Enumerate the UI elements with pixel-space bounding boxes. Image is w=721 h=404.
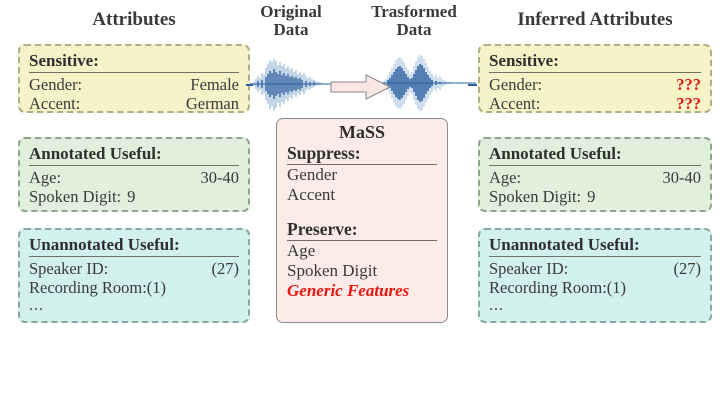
label-transformed-data-line2: Data (396, 19, 432, 39)
card-title: Sensitive: (29, 50, 239, 74)
attribute-key: Accent: (29, 94, 81, 114)
attribute-value: 30-40 (200, 168, 240, 188)
attribute-key: Accent: (489, 94, 541, 114)
connector-line-left (246, 84, 253, 86)
attribute-row: Gender: Female (29, 75, 239, 94)
attribute-value: 9 (127, 187, 136, 207)
attribute-value-unknown: ??? (676, 94, 701, 114)
label-transformed-data-line1: Trasformed (371, 2, 457, 21)
attribute-value: German (185, 94, 239, 114)
attribute-key: Gender: (29, 75, 83, 95)
card-sensitive-inferred: Sensitive: Gender: ??? Accent: ??? (478, 44, 712, 113)
label-original-data-line2: Data (273, 19, 309, 39)
card-title: Unannotated Useful: (29, 234, 239, 258)
attribute-value: (1) (606, 278, 627, 298)
card-annotated-useful-original: Annotated Useful: Age: 30-40 Spoken Digi… (18, 137, 250, 212)
mass-preserve-item: Spoken Digit (287, 260, 378, 280)
attribute-row: Spoken Digit: 9 (489, 187, 701, 206)
label-original-data: Original Data (236, 3, 346, 39)
mass-suppress-item: Accent (287, 184, 336, 204)
mass-suppress-item: Gender (287, 164, 338, 184)
card-annotated-useful-inferred: Annotated Useful: Age: 30-40 Spoken Digi… (478, 137, 712, 212)
mass-preserve-highlight: Generic Features (287, 280, 410, 300)
attribute-key: Speaker ID: (489, 259, 569, 279)
attribute-row: Accent: ??? (489, 94, 701, 113)
attribute-row: Speaker ID: (27) (29, 259, 239, 278)
attribute-value: 30-40 (662, 168, 702, 188)
attribute-key: Recording Room: (489, 278, 607, 298)
card-unannotated-useful-original: Unannotated Useful: Speaker ID: (27) Rec… (18, 228, 250, 323)
attribute-row: Age: 30-40 (489, 168, 701, 187)
attribute-key: Spoken Digit: (29, 187, 122, 207)
attribute-key: Spoken Digit: (489, 187, 582, 207)
attribute-row: Speaker ID: (27) (489, 259, 701, 278)
attribute-value-unknown: ??? (676, 75, 701, 95)
transformed-waveform-icon (380, 55, 476, 111)
mass-preserve-item: Age (287, 240, 316, 260)
label-original-data-line1: Original (260, 2, 322, 21)
attribute-key: Age: (489, 168, 522, 188)
card-title: Annotated Useful: (489, 143, 701, 167)
card-title: Annotated Useful: (29, 143, 239, 167)
attribute-value: (27) (211, 259, 240, 279)
card-title: Unannotated Useful: (489, 234, 701, 258)
attribute-row: Recording Room: (1) (489, 278, 701, 297)
page-title-attributes: Attributes (92, 9, 176, 30)
mass-suppress-label: Suppress: (287, 143, 437, 165)
attribute-row: Gender: ??? (489, 75, 701, 94)
mass-title: MaSS (338, 122, 385, 142)
attribute-key: Gender: (489, 75, 543, 95)
attribute-row: Recording Room: (1) (29, 278, 239, 297)
original-waveform-icon (250, 59, 344, 111)
card-unannotated-useful-inferred: Unannotated Useful: Speaker ID: (27) Rec… (478, 228, 712, 323)
attribute-row: Spoken Digit: 9 (29, 187, 239, 206)
attribute-key: Recording Room: (29, 278, 147, 298)
connector-line-right (468, 84, 477, 86)
card-sensitive-original: Sensitive: Gender: Female Accent: German (18, 44, 250, 113)
attribute-value: (1) (146, 278, 167, 298)
flow-arrow-icon (330, 74, 391, 100)
attribute-ellipsis: ... (29, 296, 44, 314)
attribute-ellipsis: ... (489, 296, 504, 314)
mass-module-box: MaSS Suppress: Gender Accent Preserve: A… (276, 118, 448, 323)
attribute-value: (27) (673, 259, 702, 279)
mass-spacer (287, 205, 437, 219)
page-title-inferred-attributes: Inferred Attributes (517, 9, 673, 30)
card-title: Sensitive: (489, 50, 701, 74)
attribute-key: Age: (29, 168, 62, 188)
mass-preserve-label: Preserve: (287, 219, 437, 241)
attribute-row: Accent: German (29, 94, 239, 113)
attribute-key: Speaker ID: (29, 259, 109, 279)
attribute-value: Female (190, 75, 239, 95)
attribute-value: 9 (587, 187, 596, 207)
attribute-row: Age: 30-40 (29, 168, 239, 187)
label-transformed-data: Trasformed Data (355, 3, 473, 39)
